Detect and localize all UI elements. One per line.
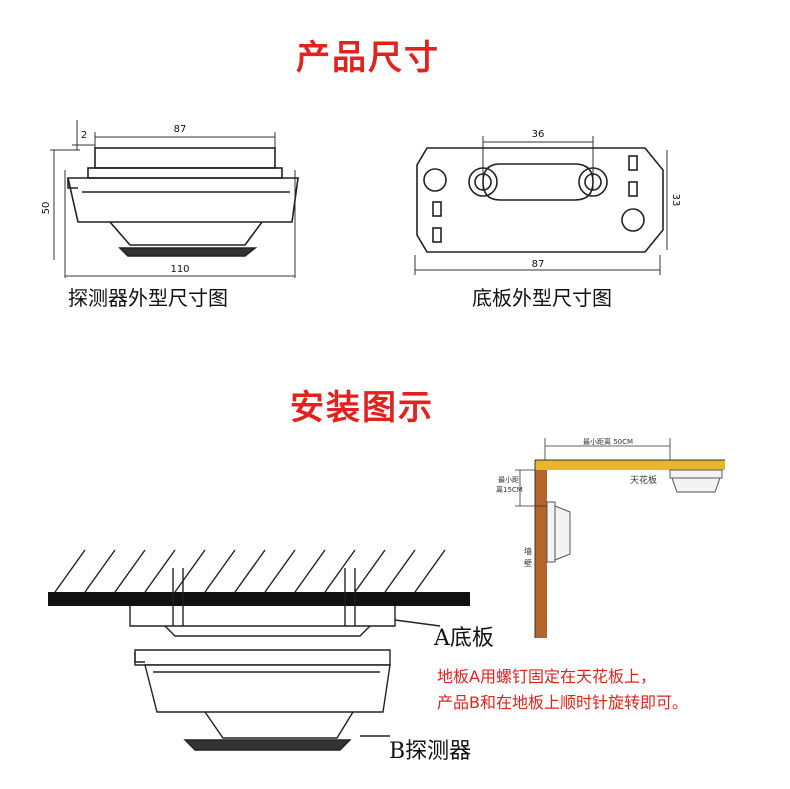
installation-drawing bbox=[48, 549, 470, 751]
min-distance-ceiling: 最小距离 50CM bbox=[583, 437, 633, 446]
wall-board bbox=[535, 470, 547, 638]
detector-caption: 探测器外型尺寸图 bbox=[68, 286, 228, 310]
ceiling-detector bbox=[669, 469, 723, 493]
wall-label-2: 壁 bbox=[524, 558, 532, 568]
base-dimension-drawing: 36 33 87 bbox=[414, 129, 680, 275]
dim-slot-spacing: 36 bbox=[532, 129, 545, 140]
install-note: 地板A用螺钉固定在天花板上， 产品B和在地板上顺时针旋转即可。 bbox=[437, 664, 688, 716]
dim-bottom-width: 110 bbox=[170, 264, 189, 275]
install-note-line-2: 产品B和在地板上顺时针旋转即可。 bbox=[437, 693, 688, 712]
base-caption: 底板外型尺寸图 bbox=[472, 286, 612, 310]
title-product-size: 产品尺寸 bbox=[296, 38, 440, 78]
install-note-line-1: 地板A用螺钉固定在天花板上， bbox=[437, 667, 656, 686]
min-distance-wall-2: 离15CM bbox=[496, 485, 523, 494]
ceiling-slab bbox=[48, 592, 470, 606]
clearance-diagram: 最小距离 50CM 天花板 最小距 离15CM 墙 壁 bbox=[496, 437, 725, 638]
wall-label-1: 墙 bbox=[524, 546, 532, 556]
label-base-a: A底板 bbox=[434, 626, 494, 651]
label-detector-b: B探测器 bbox=[389, 739, 472, 764]
ceiling-label: 天花板 bbox=[630, 474, 657, 486]
title-install-diagram: 安装图示 bbox=[290, 388, 434, 428]
dim-base-width: 87 bbox=[532, 259, 545, 270]
dim-top-width: 87 bbox=[174, 124, 187, 135]
detector-dimension-drawing: 87 2 50 110 bbox=[41, 120, 299, 278]
min-distance-wall-1: 最小距 bbox=[498, 475, 519, 484]
dim-step: 2 bbox=[81, 130, 87, 141]
dim-base-height: 33 bbox=[670, 194, 680, 207]
dim-height: 50 bbox=[41, 202, 52, 215]
wall-detector bbox=[546, 501, 571, 563]
ceiling-board bbox=[535, 460, 725, 470]
